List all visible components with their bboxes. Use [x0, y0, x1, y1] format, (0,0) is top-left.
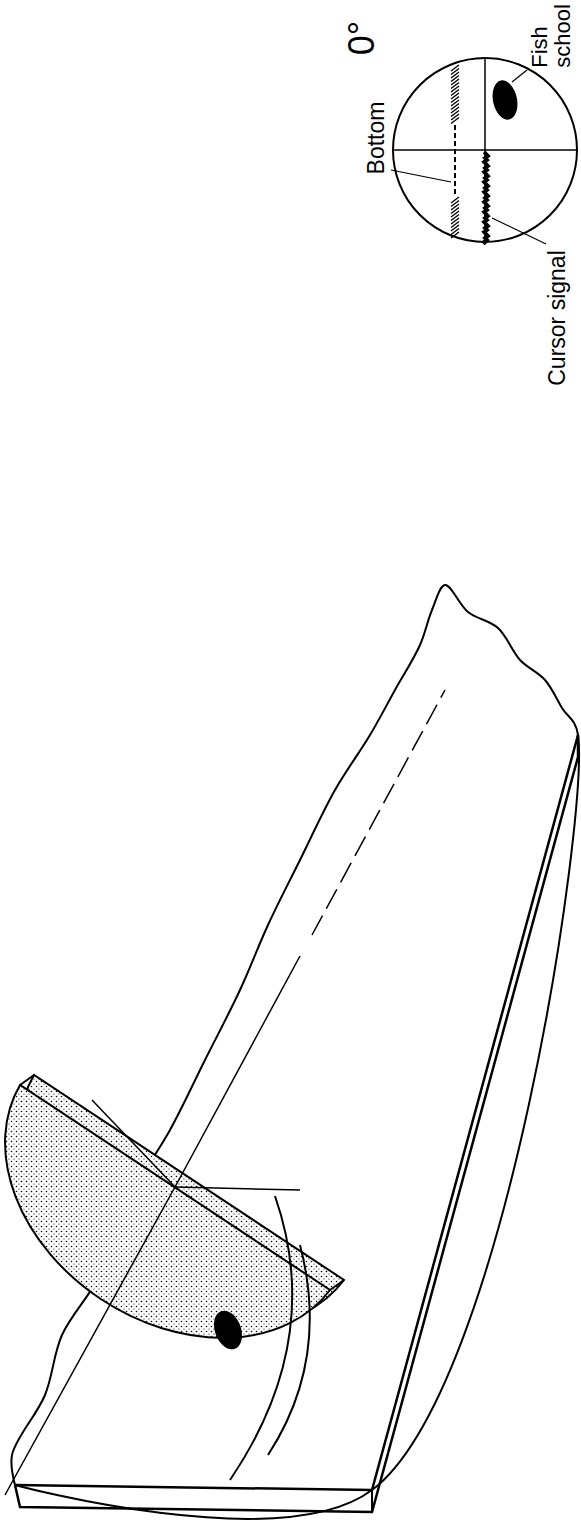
surface-line [5, 956, 300, 1495]
leader-line [492, 218, 546, 244]
fish-school-blob [209, 1307, 247, 1353]
seabed-surface [11, 585, 579, 1519]
beam-edge [330, 1280, 344, 1290]
beam-fan [5, 1085, 330, 1338]
part-label: Bottom [364, 102, 388, 175]
sonar-display [391, 58, 577, 244]
seabed-thickness [15, 735, 578, 1512]
seabed-edge [15, 735, 578, 1490]
beam-bottom-curve [268, 1245, 310, 1455]
vertical-axis [175, 1187, 300, 1190]
part-label: Cursor signal [545, 250, 569, 386]
surface-line-dashed [312, 690, 445, 935]
seabed-corner [371, 1490, 373, 1512]
leader-line [391, 170, 451, 182]
sonar-beam [5, 690, 445, 1495]
cursor-signal-trace [484, 152, 488, 244]
fish-school-echo [489, 78, 521, 122]
seabed-block [11, 585, 579, 1519]
leader-line [512, 70, 527, 82]
part-label: Fish school [528, 4, 574, 68]
beam-axis [92, 1100, 175, 1187]
beam-edge [20, 1075, 34, 1085]
angle-label: 0° [343, 21, 381, 55]
bottom-echo [451, 65, 459, 238]
